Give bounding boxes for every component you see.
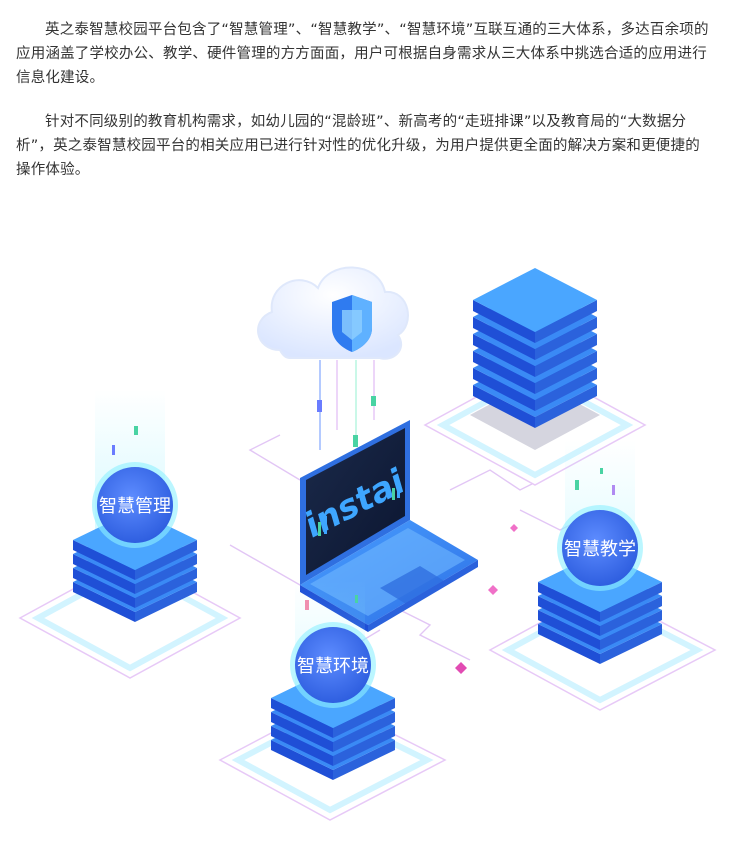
node-label-management: 智慧管理	[99, 496, 171, 517]
stack-layer	[600, 582, 662, 622]
stack-layer	[333, 712, 395, 752]
node-label-teaching: 智慧教学	[564, 539, 636, 560]
stack-layer	[535, 300, 597, 343]
stack-layer	[473, 351, 535, 394]
stack-layer	[271, 712, 333, 752]
stack-layer	[600, 610, 662, 650]
stack-layer	[135, 582, 197, 622]
stack-layer	[73, 582, 135, 622]
stack-layer	[473, 268, 597, 332]
stack-environment	[271, 668, 395, 780]
stack-layer	[538, 624, 600, 664]
stack-layer	[271, 698, 333, 738]
intro-paragraph-2: 针对不同级别的教育机构需求，如幼儿园的“混龄班”、新高考的“走班排课”以及教育局…	[16, 114, 700, 178]
stack-layer	[473, 334, 535, 377]
stack-layer	[271, 740, 333, 780]
stack-layer	[73, 568, 135, 608]
stack-layer	[333, 698, 395, 738]
node-label-environment: 智慧环境	[297, 656, 369, 677]
cloud-shield-icon	[257, 266, 409, 450]
stack-layer	[473, 300, 535, 343]
node-environment: 智慧环境	[290, 622, 376, 708]
stack-layer	[535, 334, 597, 377]
node-management: 智慧管理	[92, 462, 178, 548]
stack-layer	[473, 317, 535, 360]
stack-layer	[135, 568, 197, 608]
stack-layer	[473, 368, 535, 411]
stack-layer	[535, 317, 597, 360]
stack-layer	[333, 740, 395, 780]
stack-layer	[535, 385, 597, 428]
stack-layer	[538, 596, 600, 636]
node-teaching: 智慧教学	[557, 505, 643, 591]
stack-layer	[135, 540, 197, 580]
stack-layer	[135, 554, 197, 594]
server-stack	[470, 268, 600, 450]
stack-layer	[538, 582, 600, 622]
stack-layer	[73, 540, 135, 580]
intro-paragraph-1: 英之泰智慧校园平台包含了“智慧管理”、“智慧教学”、“智慧环境”互联互通的三大体…	[16, 22, 709, 86]
stack-layer	[271, 726, 333, 766]
stack-layer	[535, 351, 597, 394]
stack-layer	[538, 610, 600, 650]
stack-layer	[333, 726, 395, 766]
stack-layer	[73, 554, 135, 594]
stack-layer	[473, 385, 535, 428]
equalizer-bars	[318, 484, 400, 536]
decorative-particles	[112, 426, 615, 674]
smart-campus-illustration: instai 智慧管理 智慧教学 智慧环境	[18, 266, 717, 821]
stack-layer	[535, 368, 597, 411]
stack-layer	[600, 624, 662, 664]
stack-layer	[600, 596, 662, 636]
